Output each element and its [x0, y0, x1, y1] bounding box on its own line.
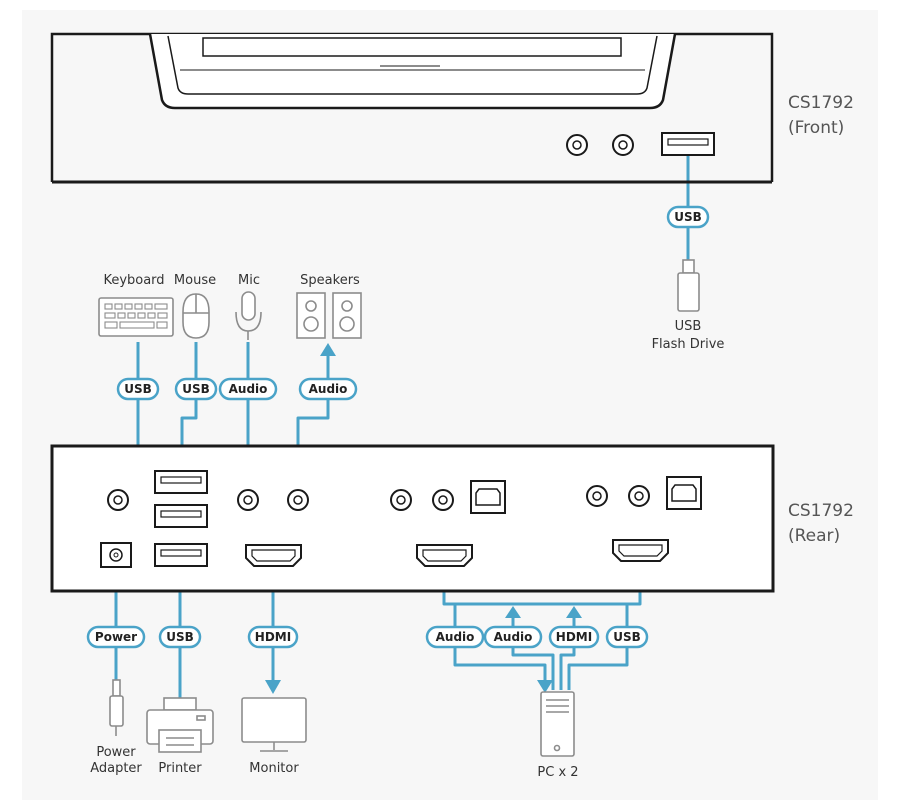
- rear-usb-bottom: [154, 543, 208, 567]
- tag-pc-audio-out: Audio: [425, 625, 485, 649]
- usb-flash-drive-label-2: Flash Drive: [652, 337, 725, 352]
- rear-pc2-jack-b: [628, 485, 650, 507]
- arrow-pc-hdmi: [566, 606, 582, 618]
- rear-hdmi-pc1: [416, 544, 473, 567]
- tag-keyboard-usb: USB: [116, 377, 160, 401]
- pc-tower-icon: [540, 691, 575, 757]
- tag-pc-usb: USB: [605, 625, 649, 649]
- tag-monitor-hdmi: HDMI: [247, 625, 299, 649]
- monitor-label: Monitor: [249, 761, 299, 776]
- rear-pc1-jack-a: [390, 489, 412, 511]
- tag-label: USB: [613, 630, 641, 644]
- tag-label: Audio: [494, 630, 533, 644]
- mic-icon: [235, 291, 262, 340]
- arrow-pc-audio-in: [505, 606, 521, 618]
- tag-label: HDMI: [556, 630, 592, 644]
- rear-power-jack: [100, 542, 132, 568]
- front-usb-port: [661, 132, 715, 156]
- arrow-pc-audio-out: [537, 680, 553, 693]
- rear-hdmi-pc2: [612, 539, 669, 562]
- tag-pc-hdmi: HDMI: [548, 625, 600, 649]
- arrow-speakers: [320, 343, 336, 356]
- rear-usb-stack: [154, 470, 208, 528]
- front-view-label: (Front): [788, 118, 844, 138]
- rear-hdmi-console: [245, 544, 302, 567]
- power-adapter-icon: [109, 679, 124, 736]
- tag-label: USB: [674, 210, 702, 224]
- tag-label: USB: [182, 382, 210, 396]
- rear-speaker-jack: [287, 489, 309, 511]
- keyboard-icon: [98, 297, 174, 337]
- usb-flash-drive-icon: [677, 259, 700, 312]
- printer-label: Printer: [158, 761, 202, 776]
- rear-pc2-jack-a: [586, 485, 608, 507]
- tag-speakers-audio: Audio: [298, 377, 358, 401]
- tag-label: USB: [166, 630, 194, 644]
- front-device: [50, 32, 774, 184]
- mouse-icon: [182, 293, 210, 339]
- keyboard-label: Keyboard: [103, 273, 164, 288]
- rear-model-label: CS1792: [788, 501, 854, 521]
- tag-mouse-usb: USB: [174, 377, 218, 401]
- monitor-icon: [241, 697, 307, 752]
- pc-label: PC x 2: [537, 765, 578, 780]
- rear-mic-jack: [237, 489, 259, 511]
- mic-label: Mic: [238, 273, 260, 288]
- rear-pc1-usb-b-port: [470, 480, 506, 514]
- tag-printer-usb: USB: [158, 625, 202, 649]
- tag-front-usb: USB: [666, 205, 710, 229]
- rear-pc2-usb-b-port: [666, 476, 702, 510]
- tag-power: Power: [86, 625, 146, 649]
- rear-pc1-jack-b: [432, 489, 454, 511]
- tag-mic-audio: Audio: [218, 377, 278, 401]
- mouse-label: Mouse: [174, 273, 216, 288]
- speakers-icon: [296, 292, 362, 339]
- speakers-label: Speakers: [300, 273, 360, 288]
- tag-label: Audio: [229, 382, 268, 396]
- tag-label: Audio: [309, 382, 348, 396]
- power-adapter-label-1: Power: [96, 745, 136, 760]
- front-model-label: CS1792: [788, 93, 854, 113]
- power-adapter-label-2: Adapter: [90, 761, 142, 776]
- usb-flash-drive-label-1: USB: [675, 319, 702, 334]
- tag-label: Audio: [436, 630, 475, 644]
- tag-pc-audio-in: Audio: [483, 625, 543, 649]
- tag-label: Power: [95, 630, 137, 644]
- tag-label: USB: [124, 382, 152, 396]
- front-audio-jacks: [566, 134, 634, 156]
- rear-view-label: (Rear): [788, 526, 840, 546]
- tag-label: HDMI: [255, 630, 291, 644]
- printer-icon: [146, 697, 214, 753]
- arrow-monitor: [265, 680, 281, 694]
- rear-jack-left: [107, 489, 129, 511]
